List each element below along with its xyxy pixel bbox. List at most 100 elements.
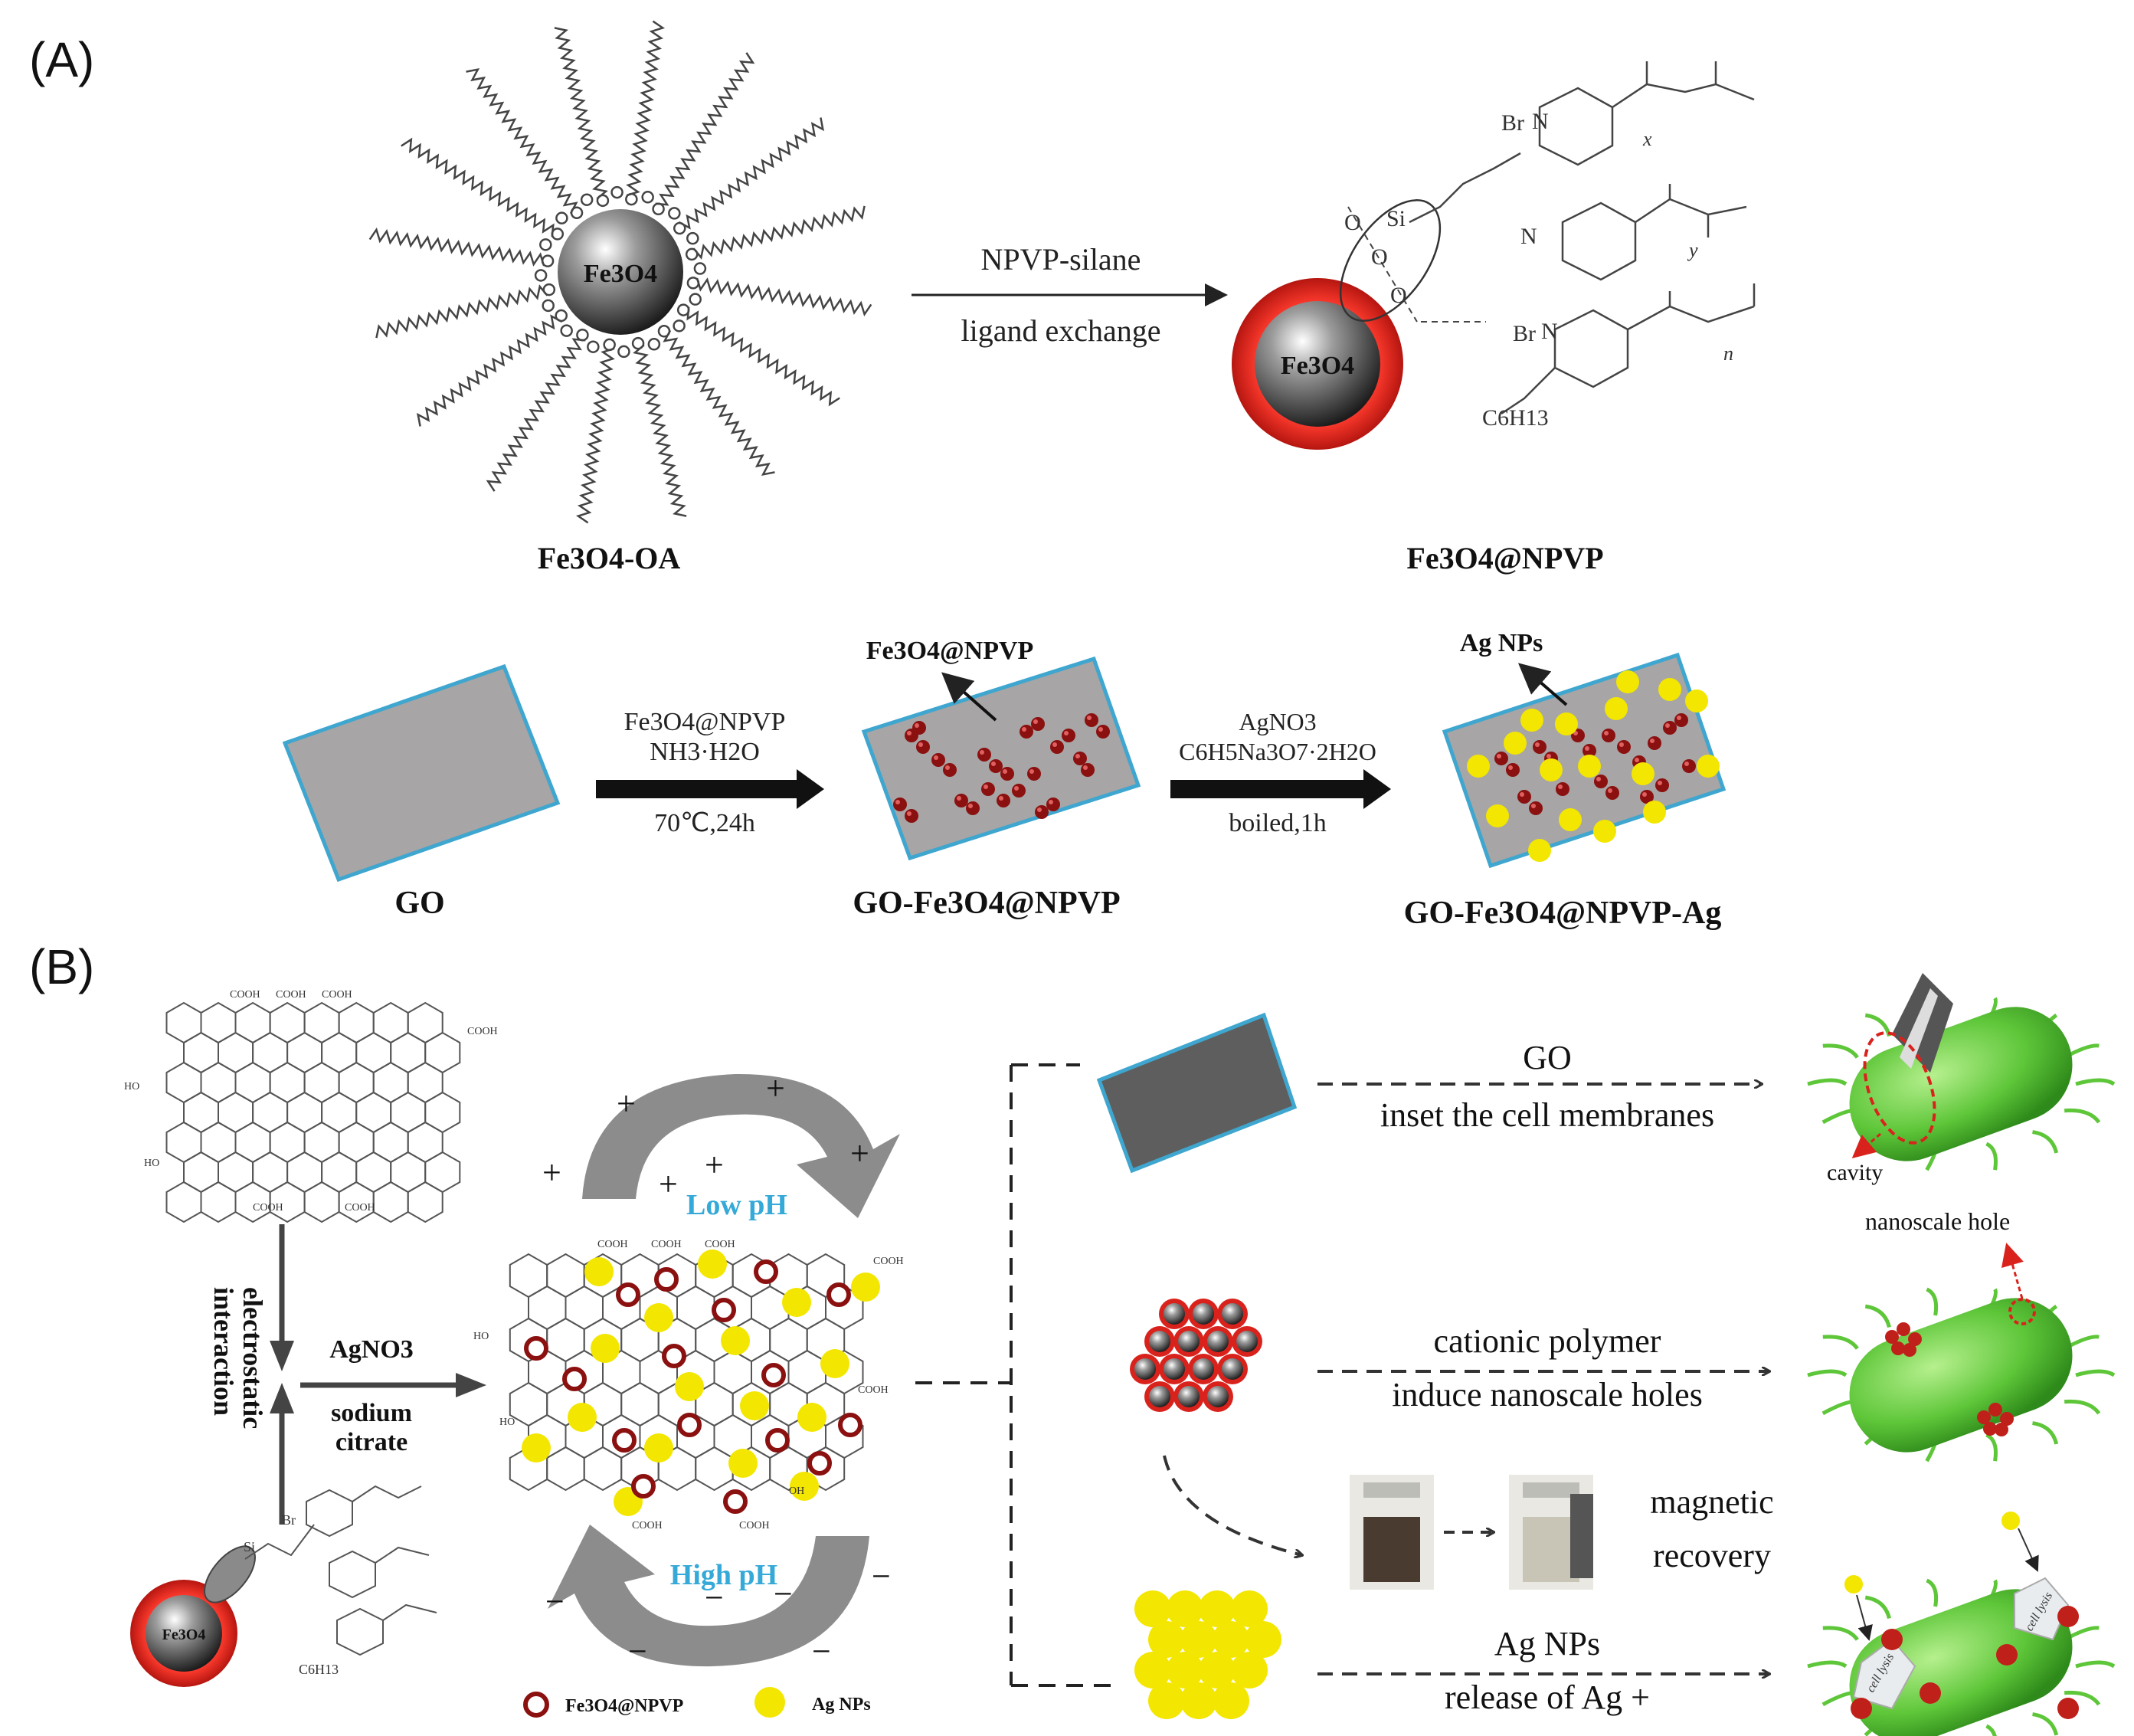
center-npvp-dot <box>616 1282 640 1307</box>
ag-dot <box>1632 762 1655 785</box>
cluster-ag <box>1134 1652 1171 1689</box>
pointer-ag-label: Ag NPs <box>1460 629 1543 657</box>
flagellum <box>2075 1078 2116 1086</box>
particle-dot <box>916 740 930 754</box>
particle-highlight <box>1665 723 1670 728</box>
center-npvp-dot <box>677 1413 702 1437</box>
particle-highlight <box>907 811 912 816</box>
hex-cell <box>509 1381 548 1427</box>
oa-chain <box>655 52 755 206</box>
bacterium-dot <box>2057 1698 2079 1719</box>
hex-cell <box>509 1253 548 1299</box>
low-ph-arrow <box>582 1073 900 1218</box>
cluster-core <box>1178 1331 1200 1352</box>
cluster-core <box>1193 1358 1214 1380</box>
fe3o4-npvp-particle: Fe3O4 Br N Si O O O N Br N C6H13 x y n <box>1232 61 1756 450</box>
particle-dot <box>1674 713 1688 727</box>
hex-cell <box>424 1091 461 1134</box>
flagellum <box>2075 1660 2116 1669</box>
particle-highlight <box>1604 731 1609 735</box>
magnetic-line2: recovery <box>1653 1537 1771 1574</box>
center-npvp-dot <box>524 1336 548 1361</box>
oa-chain <box>696 277 872 317</box>
cluster-ag <box>1199 1652 1236 1689</box>
particle-dot <box>1046 798 1060 811</box>
oa-headgroup <box>542 299 555 313</box>
fe3o4-npvp-label: Fe3O4@NPVP <box>1406 541 1603 575</box>
oleic-acid-chains <box>368 20 872 524</box>
hex-cell <box>165 1061 202 1104</box>
center-ag-dot <box>721 1326 750 1355</box>
hex-cell <box>546 1253 585 1299</box>
panel-label-a: (A) <box>29 32 94 87</box>
hex-cell <box>338 1121 375 1164</box>
flagellum <box>1926 1287 1939 1316</box>
particle-dot <box>997 794 1010 807</box>
bacterium-go: cavity <box>1807 973 2116 1185</box>
oa-headgroup <box>668 207 681 220</box>
oa-headgroup <box>610 185 624 199</box>
oa-chain <box>416 314 563 427</box>
center-npvp-dot <box>654 1267 679 1292</box>
hex-cell <box>165 1181 202 1223</box>
particle-dot <box>1027 767 1041 781</box>
ag-dot <box>1504 732 1527 755</box>
chem-o-2: O <box>1371 244 1388 270</box>
particle-highlight <box>934 755 938 760</box>
step2-line3: boiled,1h <box>1229 809 1326 837</box>
center-ag-dot <box>644 1303 673 1332</box>
oa-headgroup <box>587 340 600 353</box>
oa-headgroup <box>676 303 690 316</box>
center-ag-dot <box>820 1349 849 1378</box>
particle-highlight <box>1064 731 1069 735</box>
hex-cell <box>713 1349 752 1395</box>
particle-highlight <box>1608 788 1612 793</box>
hex-cell <box>183 1151 219 1194</box>
particle-highlight <box>1520 792 1524 797</box>
ag-dot <box>1486 804 1509 827</box>
particle-highlight <box>1497 754 1501 758</box>
fe3o4-oa-core-label: Fe3O4 <box>584 260 657 288</box>
oa-chain <box>401 137 555 237</box>
cluster-core <box>1164 1303 1185 1325</box>
hex-cell <box>234 1121 271 1164</box>
particle-highlight <box>1014 786 1019 791</box>
particle-highlight <box>1677 716 1681 720</box>
chem-br-2: Br <box>1513 321 1536 346</box>
particle-dot <box>1050 740 1064 754</box>
center-ag-dot <box>675 1372 704 1401</box>
hex-cell <box>372 1061 409 1104</box>
cluster-ag <box>1148 1621 1185 1658</box>
hex-cell <box>355 1151 392 1194</box>
cluster-ag <box>1199 1590 1236 1627</box>
oa-headgroup <box>673 319 686 332</box>
cluster-core <box>1134 1358 1156 1380</box>
center-npvp-dot <box>723 1489 748 1514</box>
particle-highlight <box>1658 781 1662 785</box>
bacterium-dot <box>1891 1341 1905 1355</box>
chem-c6h13: C6H13 <box>1482 405 1549 431</box>
cluster-core <box>1207 1386 1229 1407</box>
go-ho-2: HO <box>144 1158 159 1169</box>
go-cooh-5: COOH <box>253 1202 283 1214</box>
agno3-arrow: AgNO3 sodium citrate <box>300 1335 486 1456</box>
hex-cell <box>407 1121 443 1164</box>
oa-headgroup <box>560 324 573 337</box>
go-structure-drawing: COOH COOH COOH COOH COOH COOH HO HO <box>124 989 498 1223</box>
ag-dot <box>1528 839 1551 862</box>
particle-highlight <box>1075 754 1080 758</box>
go-mechanism: GO inset the cell membranes <box>1317 1039 1762 1134</box>
electrostatic-arrows: electrostatic interaction <box>208 1224 294 1525</box>
ag-dot <box>1658 678 1681 701</box>
flagellum <box>2064 1690 2101 1706</box>
particle-highlight <box>1003 769 1007 774</box>
ag-dot <box>1467 755 1490 778</box>
minus-2: − <box>545 1583 565 1620</box>
npvp-polymer-structure <box>1409 61 1756 415</box>
particle-highlight <box>1087 716 1092 720</box>
chem-n-2: N <box>1520 224 1537 249</box>
bacterium-dot <box>1977 1410 1991 1424</box>
hex-cell <box>183 1031 219 1074</box>
hex-cell <box>321 1031 358 1074</box>
